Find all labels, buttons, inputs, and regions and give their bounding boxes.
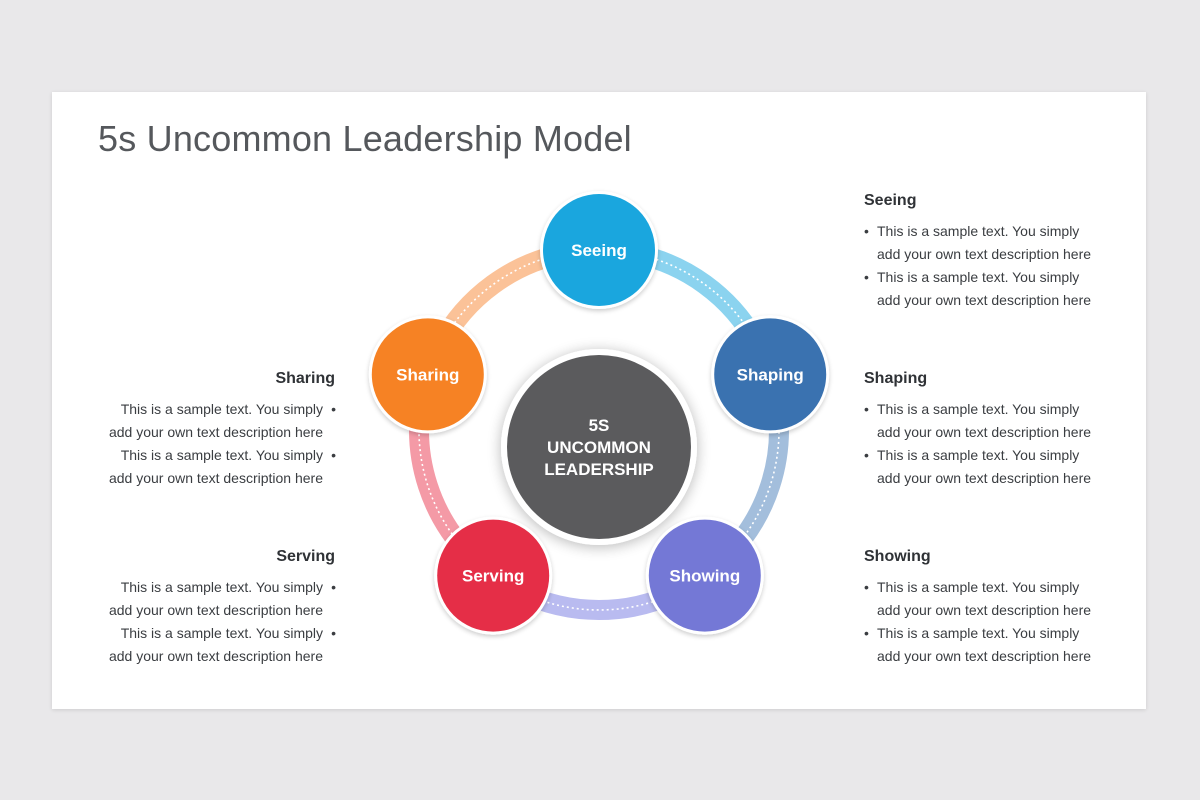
node-circle xyxy=(648,519,761,632)
connector-dotted-line xyxy=(651,257,744,323)
description-heading: Serving xyxy=(276,548,335,565)
connector-dotted-line xyxy=(418,433,456,539)
bullet-list: This is a sample text. You simply add yo… xyxy=(864,220,1104,312)
description-serving: Serving This is a sample text. You simpl… xyxy=(96,548,336,668)
page-title: 5s Uncommon Leadership Model xyxy=(98,118,632,159)
node-sharing: Sharing xyxy=(368,315,487,434)
bullet-list: This is a sample text. You simply add yo… xyxy=(864,398,1104,490)
description-heading: Shaping xyxy=(864,370,928,387)
center-circle: 5S UNCOMMON LEADERSHIP xyxy=(501,349,697,545)
description-heading: Showing xyxy=(864,548,931,565)
description-sharing: Sharing This is a sample text. You simpl… xyxy=(96,370,336,490)
bullet-list: This is a sample text. You simply add yo… xyxy=(96,576,336,668)
node-label: Sharing xyxy=(396,365,459,384)
center-label-line-1: 5S xyxy=(589,416,610,435)
center-label-line-3: LEADERSHIP xyxy=(544,460,654,479)
bullet-item: This is a sample text. You simply add yo… xyxy=(96,576,336,622)
description-heading: Sharing xyxy=(275,370,335,387)
node-circle xyxy=(371,318,484,431)
node-circle xyxy=(543,194,655,306)
bullet-item: This is a sample text. You simply add yo… xyxy=(864,576,1104,622)
description-heading: Seeing xyxy=(864,192,917,209)
node-label: Showing xyxy=(669,567,740,586)
connector-dotted-line xyxy=(546,599,658,611)
description-shaping: Shaping This is a sample text. You simpl… xyxy=(864,370,1104,490)
node-label: Shaping xyxy=(737,365,804,384)
description-showing: Showing This is a sample text. You simpl… xyxy=(864,548,1104,668)
node-seeing: Seeing xyxy=(540,191,658,309)
bullet-list: This is a sample text. You simply add yo… xyxy=(864,576,1104,668)
connector-dotted-line xyxy=(745,426,780,534)
bullet-item: This is a sample text. You simply add yo… xyxy=(864,266,1104,312)
bullet-item: This is a sample text. You simply add yo… xyxy=(96,622,336,668)
node-label: Serving xyxy=(462,567,524,586)
center-fill xyxy=(507,355,691,539)
node-shaping: Shaping xyxy=(711,315,830,434)
node-label: Seeing xyxy=(571,241,627,260)
bullet-item: This is a sample text. You simply add yo… xyxy=(864,444,1104,490)
center-label-line-2: UNCOMMON xyxy=(547,438,651,457)
bullet-list: This is a sample text. You simply add yo… xyxy=(96,398,336,490)
bullet-item: This is a sample text. You simply add yo… xyxy=(864,220,1104,266)
node-showing: Showing xyxy=(645,516,764,635)
bullet-item: This is a sample text. You simply add yo… xyxy=(96,398,336,444)
node-circle xyxy=(437,519,550,632)
bullet-item: This is a sample text. You simply add yo… xyxy=(864,398,1104,444)
description-seeing: Seeing This is a sample text. You simply… xyxy=(864,192,1104,312)
connector-dotted-line xyxy=(450,259,541,328)
bullet-item: This is a sample text. You simply add yo… xyxy=(864,622,1104,668)
node-circle xyxy=(714,318,827,431)
node-serving: Serving xyxy=(434,516,553,635)
bullet-item: This is a sample text. You simply add yo… xyxy=(96,444,336,490)
